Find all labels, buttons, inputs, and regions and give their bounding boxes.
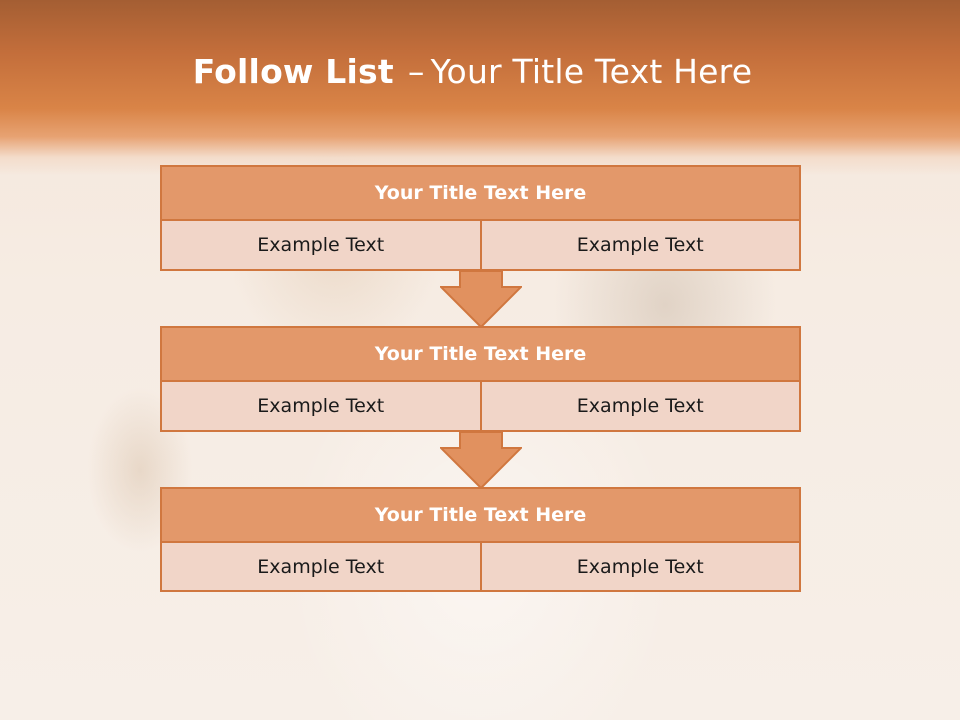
slide-title: Follow List–Your Title Text Here xyxy=(0,52,945,91)
title-rest: Your Title Text Here xyxy=(430,52,753,91)
list-block-2: Your Title Text Here Example Text Exampl… xyxy=(160,326,801,432)
block-row: Example Text Example Text xyxy=(160,221,801,271)
block-right-cell: Example Text xyxy=(481,221,801,271)
block-left-cell: Example Text xyxy=(160,221,482,271)
block-title: Your Title Text Here xyxy=(160,326,801,382)
header-band xyxy=(0,0,960,175)
block-row: Example Text Example Text xyxy=(160,382,801,432)
down-arrow-icon xyxy=(440,270,522,328)
block-left-cell: Example Text xyxy=(160,543,482,592)
title-separator: – xyxy=(407,52,425,91)
block-title: Your Title Text Here xyxy=(160,487,801,543)
block-left-cell: Example Text xyxy=(160,382,482,432)
block-right-cell: Example Text xyxy=(481,543,801,592)
down-arrow-icon xyxy=(440,431,522,489)
list-block-1: Your Title Text Here Example Text Exampl… xyxy=(160,165,801,271)
block-right-cell: Example Text xyxy=(481,382,801,432)
list-block-3: Your Title Text Here Example Text Exampl… xyxy=(160,487,801,592)
title-bold-part: Follow List xyxy=(192,52,394,91)
block-title: Your Title Text Here xyxy=(160,165,801,221)
block-row: Example Text Example Text xyxy=(160,543,801,592)
